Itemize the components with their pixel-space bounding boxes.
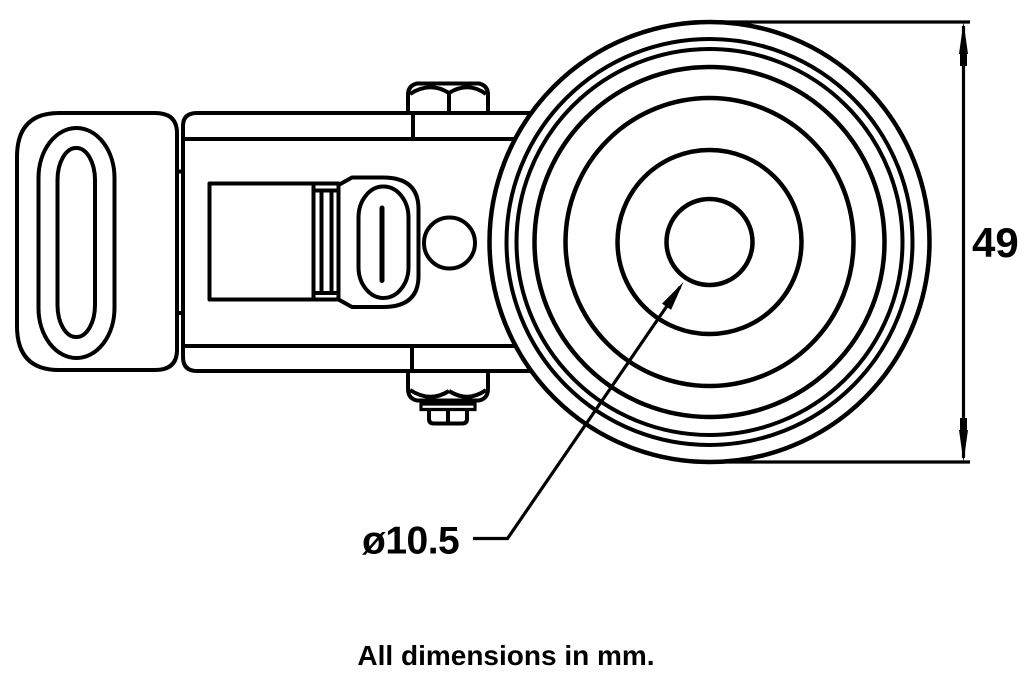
wheel-rim-inner-circle xyxy=(563,95,856,389)
pivot-hole xyxy=(422,215,477,271)
dim-arrow-up-icon xyxy=(959,22,968,66)
kingpin-bolt-head xyxy=(406,81,490,111)
callout-label-axle-bore: ø10.5 xyxy=(362,520,459,563)
nut-chamfer-left xyxy=(408,388,451,399)
callout-arrowhead-icon xyxy=(661,282,684,310)
wheel-hub-circle xyxy=(615,147,804,337)
units-note: All dimensions in mm. xyxy=(357,640,654,671)
axle-nut xyxy=(406,373,490,426)
latch-bar xyxy=(311,181,341,302)
bolt-head-chamfer-right xyxy=(447,85,488,96)
wheel-sidewall-line xyxy=(514,47,905,437)
pedal-outline xyxy=(15,111,179,372)
bolt-head-chamfer-left xyxy=(408,85,451,96)
wheel-tread-line xyxy=(504,37,915,447)
callout-leader-line xyxy=(473,286,682,541)
axle-bore-circle xyxy=(664,196,755,288)
nut-washer xyxy=(419,402,477,412)
pedal-grip-inner xyxy=(55,146,97,339)
dim-arrow-down-icon xyxy=(959,418,968,462)
brake-latch xyxy=(207,175,477,309)
wheel xyxy=(487,19,932,465)
dim-value-wheel-diameter: 49 xyxy=(972,219,1019,266)
latch-slot-capsule xyxy=(356,184,411,300)
bracket-outline xyxy=(181,111,600,373)
latch-housing xyxy=(337,175,421,309)
nut-outline xyxy=(406,373,490,403)
nut-chamfer-right xyxy=(447,388,488,399)
callout-axle-bore: ø10.5 xyxy=(362,282,684,563)
wheel-rim-outer-circle xyxy=(532,64,887,420)
brake-pedal xyxy=(15,111,184,372)
dimension-wheel-diameter: 49 xyxy=(693,20,1019,464)
pedal-grip-outer xyxy=(36,126,117,360)
wheel-outer-circle xyxy=(487,19,932,465)
bolt-head-outline xyxy=(406,81,490,111)
